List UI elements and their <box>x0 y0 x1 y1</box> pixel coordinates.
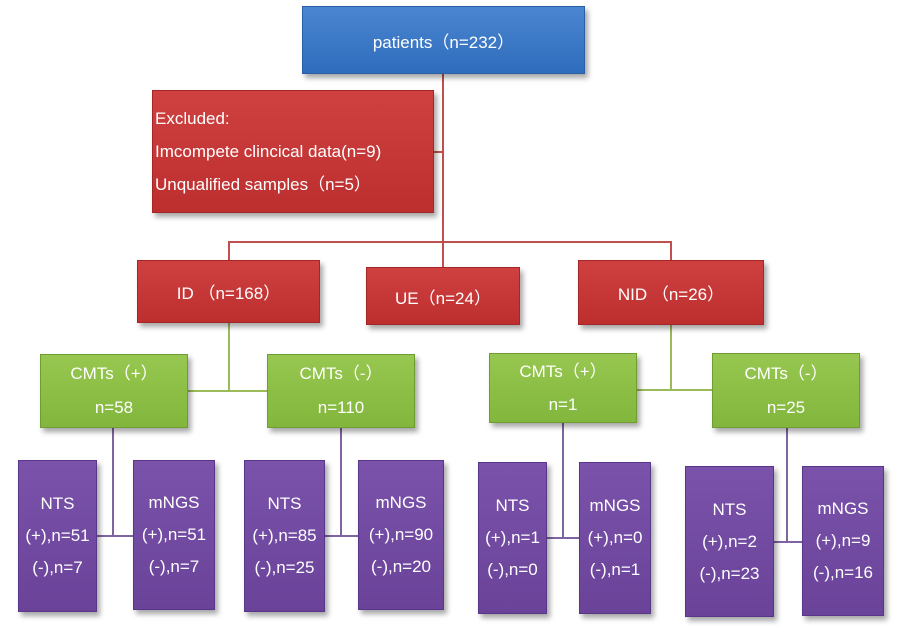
leaf-title: mNGS <box>589 496 641 515</box>
nid-pos-leaf-horizontal <box>547 537 579 539</box>
exclusion-branch-line <box>434 151 443 153</box>
id-cmts-negative-label: CMTs（-） <box>299 364 383 383</box>
nid-neg-mngs-box: mNGS (+),n=9 (-),n=16 <box>802 466 884 616</box>
leaf-title: NTS <box>495 496 530 515</box>
id-pos-mngs-box: mNGS (+),n=51 (-),n=7 <box>133 460 215 610</box>
leaf-negative: (-),n=20 <box>371 557 431 576</box>
id-neg-leaf-horizontal <box>325 535 358 537</box>
leaf-positive: (+),n=51 <box>25 526 90 545</box>
excluded-reason-1: Imcompete clincical data(n=9) <box>155 142 382 161</box>
patients-root-label: patients（n=232） <box>372 32 515 52</box>
nid-neg-nts-box: NTS (+),n=2 (-),n=23 <box>685 466 774 617</box>
id-pos-leaf-horizontal <box>97 535 133 537</box>
id-cmts-negative-count: n=110 <box>317 398 365 417</box>
nid-cmts-trunk-line <box>670 325 672 390</box>
id-group-label: ID （n=168） <box>176 284 281 303</box>
leaf-negative: (-),n=1 <box>589 560 641 579</box>
ue-drop-line <box>442 241 444 268</box>
id-cmts-horizontal-line <box>187 390 267 392</box>
leaf-positive: (+),n=2 <box>702 531 757 551</box>
excluded-title: Excluded: <box>155 109 230 128</box>
leaf-positive: (+),n=0 <box>587 528 643 547</box>
nid-cmts-positive-label: CMTs（+） <box>519 362 607 381</box>
leaf-negative: (-),n=0 <box>487 560 538 579</box>
leaf-positive: (+),n=9 <box>815 531 871 550</box>
ue-group-box: UE（n=24） <box>366 267 520 325</box>
id-neg-mngs-box: mNGS (+),n=90 (-),n=20 <box>358 460 444 610</box>
nid-cmts-negative-count: n=25 <box>766 397 806 417</box>
leaf-title: NTS <box>712 499 747 519</box>
id-cmts-negative-box: CMTs（-） n=110 <box>267 354 415 428</box>
leaf-title: mNGS <box>148 493 200 512</box>
nid-neg-leaf-trunk <box>786 428 788 542</box>
leaf-negative: (-),n=23 <box>699 563 760 583</box>
leaf-title: mNGS <box>375 493 427 512</box>
id-pos-nts-box: NTS (+),n=51 (-),n=7 <box>18 460 97 612</box>
leaf-title: NTS <box>267 494 302 513</box>
id-neg-nts-box: NTS (+),n=85 (-),n=25 <box>244 460 325 612</box>
leaf-negative: (-),n=16 <box>813 563 873 582</box>
nid-cmts-positive-count: n=1 <box>548 395 578 414</box>
nid-group-box: NID （n=26） <box>578 260 764 325</box>
leaf-title: NTS <box>40 494 75 513</box>
nid-cmts-negative-box: CMTs（-） n=25 <box>712 353 860 428</box>
nid-drop-line <box>670 241 672 261</box>
leaf-positive: (+),n=51 <box>141 525 207 544</box>
leaf-negative: (-),n=7 <box>148 557 200 576</box>
excluded-reason-2: Unqualified samples（n=5） <box>155 175 371 194</box>
nid-neg-leaf-horizontal <box>774 541 802 543</box>
leaf-positive: (+),n=90 <box>368 525 434 544</box>
nid-pos-leaf-trunk <box>562 423 564 538</box>
group-horizontal-line <box>228 241 672 243</box>
id-pos-leaf-trunk <box>112 428 114 536</box>
leaf-negative: (-),n=7 <box>32 558 83 577</box>
id-neg-leaf-trunk <box>340 428 342 536</box>
nid-pos-mngs-box: mNGS (+),n=0 (-),n=1 <box>579 462 651 614</box>
id-cmts-positive-count: n=58 <box>94 398 134 417</box>
id-cmts-positive-label: CMTs（+） <box>70 364 158 383</box>
patients-root-box: patients（n=232） <box>302 6 585 74</box>
nid-cmts-horizontal-line <box>637 389 712 391</box>
nid-group-label: NID （n=26） <box>617 285 725 304</box>
nid-pos-nts-box: NTS (+),n=1 (-),n=0 <box>478 462 547 614</box>
id-group-box: ID （n=168） <box>137 260 320 323</box>
excluded-box: Excluded: Imcompete clincical data(n=9) … <box>152 90 434 213</box>
id-drop-line <box>228 241 230 261</box>
id-cmts-positive-box: CMTs（+） n=58 <box>40 354 188 428</box>
root-trunk-line <box>442 74 444 242</box>
ue-group-label: UE（n=24） <box>395 288 491 308</box>
leaf-positive: (+),n=85 <box>252 526 317 545</box>
leaf-title: mNGS <box>817 499 869 518</box>
nid-cmts-positive-box: CMTs（+） n=1 <box>489 353 637 423</box>
nid-cmts-negative-label: CMTs（-） <box>744 363 828 383</box>
leaf-negative: (-),n=25 <box>254 558 315 577</box>
id-cmts-trunk-line <box>228 323 230 391</box>
leaf-positive: (+),n=1 <box>485 528 540 547</box>
